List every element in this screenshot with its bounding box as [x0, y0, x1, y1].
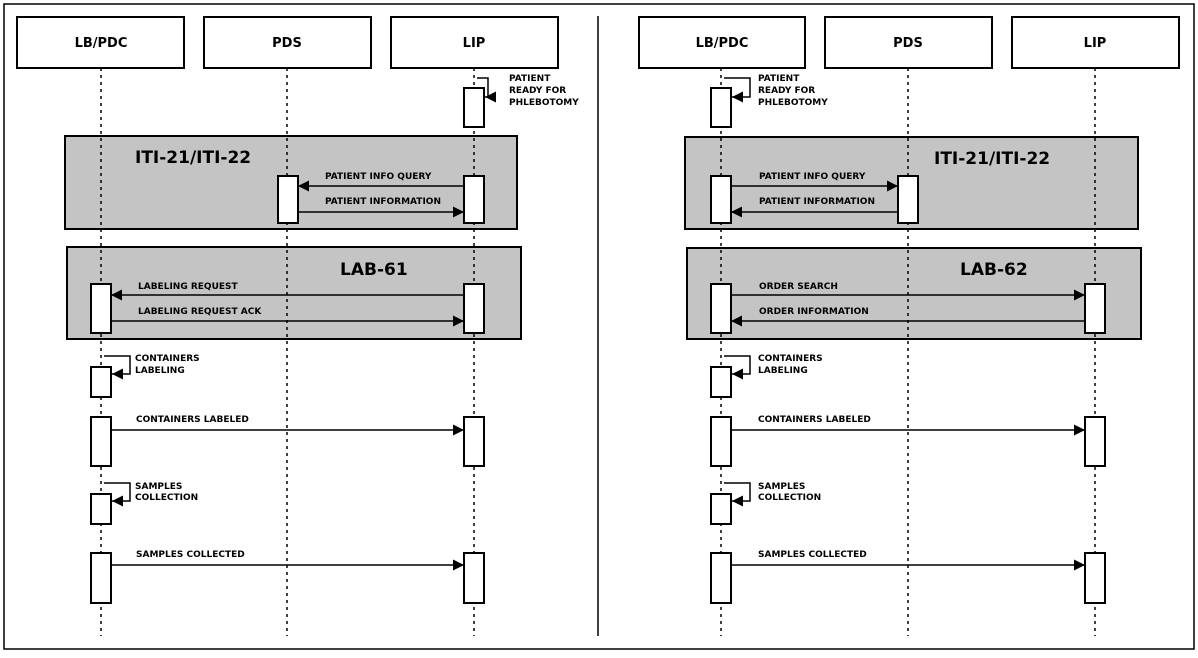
right-panel: ITI-21/ITI-22 LAB-62 LB/PDC PDS LIP PATI… [638, 16, 1180, 636]
actor-box-lb-pdc-right [638, 16, 806, 69]
msg-order-information: ORDER INFORMATION [759, 307, 869, 317]
actor-lip-right: LIP [1084, 36, 1107, 51]
activation-lip-labeled [463, 416, 485, 467]
frame-iti-right-label: ITI-21/ITI-22 [934, 149, 1050, 169]
actor-lb-pdc: LB/PDC [75, 36, 128, 51]
activation-lip-labeled-right [1084, 416, 1106, 467]
msg-labeling-request-ack: LABELING REQUEST ACK [138, 307, 262, 317]
actor-box-lip [390, 16, 559, 69]
note-ready-right-line2: READY FOR [758, 86, 815, 96]
activation-lb-labeled [90, 416, 112, 467]
frame-iti-label: ITI-21/ITI-22 [135, 148, 251, 168]
activation-lb-labeling [90, 366, 112, 398]
msg-patient-information-right: PATIENT INFORMATION [759, 197, 875, 207]
activation-lb-lab62 [710, 283, 732, 334]
actor-pds-right: PDS [893, 36, 923, 51]
self-arrow-labeling-right [724, 355, 751, 380]
left-panel: ITI-21/ITI-22 LAB-61 LB/PDC PDS LIP PATI… [16, 16, 579, 636]
note-collection-line2: COLLECTION [135, 493, 198, 503]
activation-pds-iti [277, 175, 299, 224]
actor-lb-pdc-right: LB/PDC [696, 36, 749, 51]
msg-patient-information: PATIENT INFORMATION [325, 197, 441, 207]
actor-box-pds-right [824, 16, 993, 69]
self-arrow-labeling [104, 355, 131, 380]
msg-containers-labeled-right: CONTAINERS LABELED [758, 415, 871, 425]
activation-lb-labeling-right [710, 366, 732, 398]
note-collection-right-line1: SAMPLES [758, 482, 805, 492]
activation-pds-iti-right [897, 175, 919, 224]
msg-containers-labeled: CONTAINERS LABELED [136, 415, 249, 425]
note-ready-right-line1: PATIENT [758, 74, 800, 84]
self-arrow-collection-right [724, 482, 751, 507]
actor-lip: LIP [463, 36, 486, 51]
msg-labeling-request: LABELING REQUEST [138, 282, 239, 292]
outer-border [3, 3, 1195, 650]
note-labeling-right-line2: LABELING [758, 366, 808, 376]
self-arrow-ready-right [724, 77, 751, 103]
msg-patient-info-query: PATIENT INFO QUERY [325, 172, 432, 182]
actor-box-lip-right [1011, 16, 1180, 69]
self-arrow-ready [477, 77, 496, 103]
frame-lab61-label: LAB-61 [340, 260, 408, 280]
activation-lb-collected-right [710, 552, 732, 604]
note-collection-right-line2: COLLECTION [758, 493, 821, 503]
activation-lb-iti-right [710, 175, 732, 224]
note-ready-right-line3: PHLEBOTOMY [758, 98, 828, 108]
activation-lip-collected [463, 552, 485, 604]
activation-lb-collected [90, 552, 112, 604]
msg-samples-collected-right: SAMPLES COLLECTED [758, 550, 867, 560]
msg-order-search: ORDER SEARCH [759, 282, 838, 292]
note-labeling-line1: CONTAINERS [135, 354, 200, 364]
activation-lb-ready-right [710, 87, 732, 128]
activation-lb-collection-right [710, 493, 732, 525]
msg-patient-info-query-right: PATIENT INFO QUERY [759, 172, 866, 182]
note-labeling-right-line1: CONTAINERS [758, 354, 823, 364]
self-arrow-collection [104, 482, 131, 507]
activation-lip-collected-right [1084, 552, 1106, 604]
frame-lab62 [686, 247, 1142, 340]
actor-box-pds [203, 16, 372, 69]
activation-lb-lab61 [90, 283, 112, 334]
frame-lab61 [66, 246, 522, 340]
msg-samples-collected: SAMPLES COLLECTED [136, 550, 245, 560]
note-ready-line3: PHLEBOTOMY [509, 98, 579, 108]
frame-lab62-label: LAB-62 [960, 260, 1028, 280]
activation-lip-iti [463, 175, 485, 224]
actor-pds: PDS [272, 36, 302, 51]
activation-lip-ready [463, 87, 485, 128]
activation-lb-labeled-right [710, 416, 732, 467]
activation-lb-collection [90, 493, 112, 525]
activation-lip-lab61 [463, 283, 485, 334]
activation-lip-lab62 [1084, 283, 1106, 334]
note-ready-line2: READY FOR [509, 86, 566, 96]
note-ready-line1: PATIENT [509, 74, 551, 84]
actor-box-lb-pdc [16, 16, 185, 69]
note-collection-line1: SAMPLES [135, 482, 182, 492]
note-labeling-line2: LABELING [135, 366, 185, 376]
